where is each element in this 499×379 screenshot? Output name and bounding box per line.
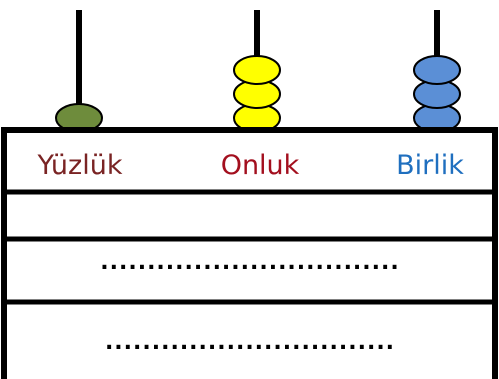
beads <box>55 55 461 133</box>
hundreds-label: Yüzlük <box>37 150 123 181</box>
ones-label: Birlik <box>396 150 464 181</box>
abacus-frame <box>1 127 498 379</box>
tens-bead <box>233 55 281 85</box>
ones-bead <box>413 55 461 85</box>
tens-label: Onluk <box>220 150 300 181</box>
number-reading-dots: ................................ <box>100 250 400 275</box>
number-writing-dots: ............................... <box>104 330 396 355</box>
